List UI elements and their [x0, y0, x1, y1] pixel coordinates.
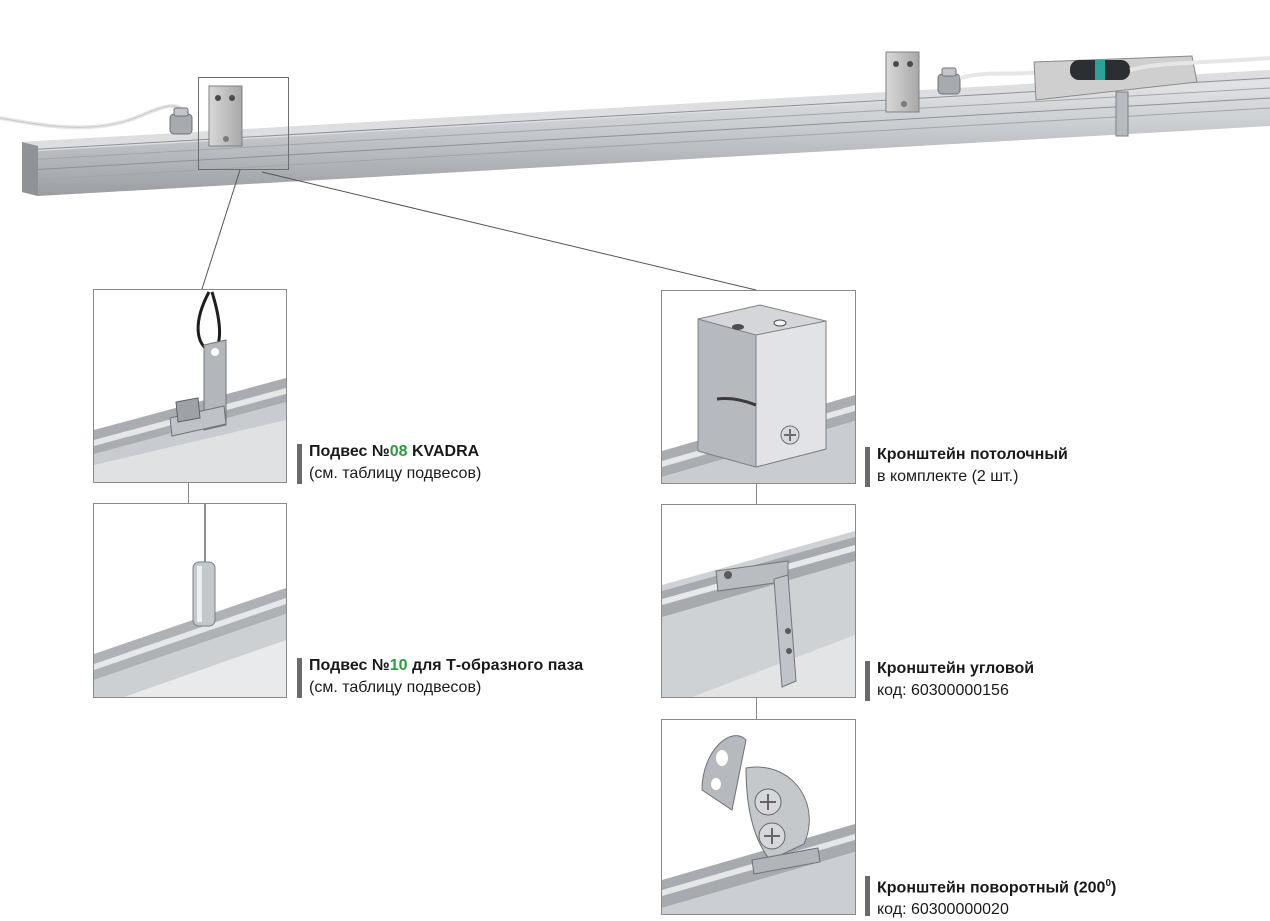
caption-swivel: Кронштейн поворотный (2000) код: 6030000… [865, 873, 1116, 921]
caption-marker [297, 444, 302, 484]
caption-kvadra-suffix: KVADRA [407, 443, 480, 460]
caption-angle: Кронштейн угловой код: 60300000156 [865, 658, 1034, 702]
panel-suspension-kvadra [93, 289, 287, 483]
joint-clip [1115, 91, 1129, 137]
luminaire-illustration [0, 51, 1270, 291]
caption-angle-title: Кронштейн угловой [877, 660, 1035, 677]
cable-connector-tray [1033, 55, 1270, 101]
caption-swivel-sub: код: 60300000020 [877, 901, 1009, 919]
connector-right-1 [756, 484, 757, 504]
panel-swivel-bracket [661, 719, 856, 915]
caption-tslot-sub: (см. таблицу подвесов) [309, 679, 482, 696]
panel-ceiling-bracket [661, 290, 856, 484]
zoom-highlight-box [198, 77, 289, 170]
ceiling-bracket-left [208, 85, 243, 147]
connector-right-2 [756, 698, 757, 719]
caption-swivel-degree: 0 [1105, 878, 1112, 889]
caption-marker [297, 658, 302, 698]
ceiling-bracket-right [885, 51, 920, 113]
caption-tslot-suffix: для Т-образного паза [407, 657, 584, 674]
cable-gland-right [937, 67, 961, 95]
caption-ceiling: Кронштейн потолочный в комплекте (2 шт.) [865, 444, 1068, 488]
caption-tslot-prefix: Подвес № [309, 657, 390, 674]
panel-angle-bracket [661, 504, 856, 698]
cable-gland-left [169, 107, 193, 135]
caption-tslot-number: 10 [389, 657, 408, 674]
caption-marker [865, 876, 870, 916]
leader-line-left [201, 169, 241, 290]
caption-kvadra-prefix: Подвес № [309, 443, 390, 460]
caption-marker [865, 661, 870, 701]
connector-left [188, 483, 189, 504]
caption-kvadra: Подвес №08 KVADRA (см. таблицу подвесов) [297, 441, 481, 485]
panel-suspension-tslot [93, 503, 287, 698]
caption-ceiling-title: Кронштейн потолочный [877, 446, 1068, 463]
caption-tslot: Подвес №10 для Т-образного паза (см. таб… [297, 655, 583, 699]
caption-kvadra-number: 08 [389, 443, 408, 460]
caption-marker [865, 447, 870, 487]
caption-swivel-close: ) [1111, 879, 1117, 897]
caption-angle-sub: код: 60300000156 [877, 682, 1009, 699]
caption-swivel-title: Кронштейн поворотный (200 [877, 879, 1106, 897]
leader-line-right [261, 171, 757, 291]
luminaire-body [22, 70, 1270, 196]
caption-kvadra-sub: (см. таблицу подвесов) [309, 465, 482, 482]
caption-ceiling-sub: в комплекте (2 шт.) [877, 468, 1019, 485]
